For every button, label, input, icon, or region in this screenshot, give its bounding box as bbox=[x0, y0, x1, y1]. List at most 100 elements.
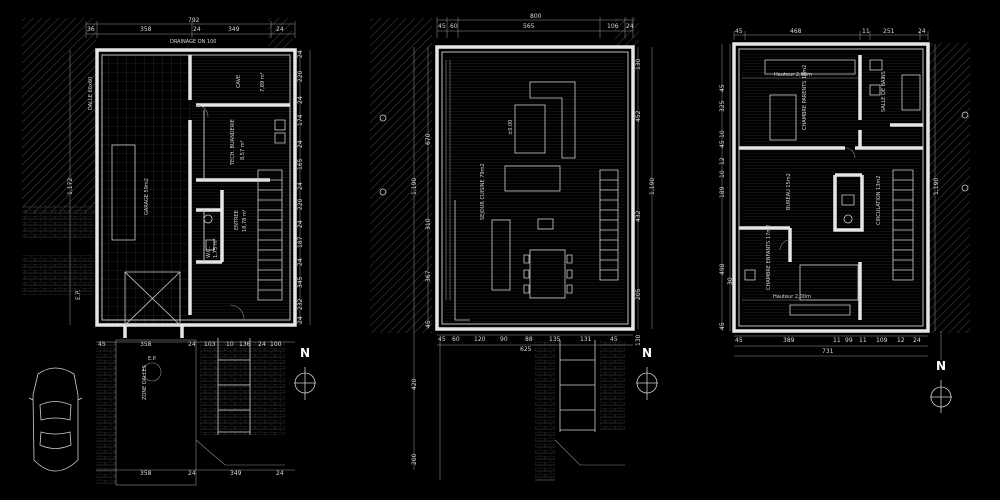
first-dim-right-0: 130 bbox=[635, 58, 642, 70]
ground-floor-labels: 792 36 358 24 349 24 DRAINAGE DN 100 24 … bbox=[67, 17, 304, 477]
attic-door-swing bbox=[779, 147, 856, 251]
ground-bottom-dim-lines bbox=[96, 341, 295, 471]
attic-dim-left-6: 189 bbox=[719, 186, 726, 198]
ground-dim-bottom-3: 103 bbox=[204, 341, 216, 348]
attic-staircase bbox=[892, 169, 914, 281]
ground-dim-bottom-1: 358 bbox=[140, 341, 152, 348]
ground-dim-bottom-0: 45 bbox=[98, 341, 106, 348]
first-dim-right-1: 452 bbox=[635, 110, 642, 122]
first-dim-right-5: 130 bbox=[635, 334, 642, 346]
ground-dim-right-9: 187 bbox=[297, 236, 304, 248]
attic-dim-top-0: 45 bbox=[735, 28, 743, 35]
first-dim-right-2: 1,190 bbox=[649, 178, 656, 195]
first-table-low bbox=[514, 104, 546, 154]
attic-dim-top-3: 251 bbox=[883, 28, 895, 35]
first-bottom-dim-lines bbox=[437, 334, 633, 346]
site-hatch-right bbox=[268, 18, 292, 48]
attic-bottom-dim-lines bbox=[734, 335, 928, 357]
attic-height-note-1: Hauteur 2,00m bbox=[774, 72, 812, 78]
attic-dim-left-3: 45 bbox=[719, 140, 726, 148]
first-left-dim-lines bbox=[413, 47, 429, 470]
first-dim-left-3: 367 bbox=[425, 270, 432, 282]
first-floor-outer-wall bbox=[435, 45, 635, 331]
first-dim-bottom-1: 60 bbox=[452, 336, 460, 343]
garage-ramp bbox=[124, 271, 181, 326]
room-sejour-label: SEJOUR CUISINE 79m2 bbox=[480, 163, 486, 220]
north-arrow: N bbox=[294, 346, 316, 400]
ground-dim-top-1: 36 bbox=[87, 26, 95, 33]
ground-dim-bottom-5: 136 bbox=[239, 341, 251, 348]
ground-dim-top-5: 24 bbox=[276, 26, 284, 33]
attic-dim-top-1: 468 bbox=[790, 28, 802, 35]
car-outline bbox=[28, 367, 83, 472]
first-dim-top-5: 24 bbox=[626, 23, 634, 30]
attic-dim-left-0: 325 bbox=[719, 100, 726, 112]
attic-dim-bottom-total: 731 bbox=[822, 348, 834, 355]
ground-annotation-dalle: DALLE 60x60 bbox=[88, 77, 94, 110]
garage-floor-grid bbox=[100, 55, 190, 325]
entrance-path-edge bbox=[195, 439, 285, 466]
first-level-marker-left bbox=[379, 114, 387, 122]
attic-north-label: N bbox=[936, 359, 946, 373]
attic-outer-wall bbox=[732, 42, 930, 333]
ground-annotation-ep: E.P. bbox=[148, 356, 157, 362]
room-entree-area: 18,78 m² bbox=[242, 209, 248, 232]
room-entree-label: ENTREE bbox=[234, 210, 240, 230]
room-cave-label: CAVE bbox=[236, 75, 242, 88]
attic-top-dim-lines bbox=[733, 31, 929, 40]
ground-dim-right-8: 24 bbox=[297, 220, 304, 228]
first-dim-top-1: 45 bbox=[438, 23, 446, 30]
ground-dim-bottom-4: 10 bbox=[226, 341, 234, 348]
wc-fixtures bbox=[203, 214, 215, 251]
first-dim-top-2: 60 bbox=[450, 23, 458, 30]
first-north-cross bbox=[636, 367, 658, 400]
attic-bathtub bbox=[901, 74, 921, 111]
attic-wc bbox=[841, 194, 855, 224]
ground-dim-outer-2: 24 bbox=[188, 470, 196, 477]
ground-dim-right-5: 165 bbox=[297, 158, 304, 170]
room-cave-area: 7,89 m² bbox=[260, 72, 266, 92]
walkway-brick bbox=[200, 340, 285, 435]
first-top-dim-lines bbox=[436, 17, 634, 38]
ground-dim-outer-3: 349 bbox=[230, 470, 242, 477]
first-dim-bottom-4: 88 bbox=[525, 336, 533, 343]
ground-floor-inner-wall bbox=[101, 54, 291, 321]
attic-dim-bottom-5: 109 bbox=[876, 337, 888, 344]
ground-floor-partitions bbox=[188, 55, 290, 315]
room-children-label: CHAMBRE ENFANTS 17m2 bbox=[766, 225, 772, 290]
first-terrace-brick-left bbox=[535, 340, 555, 480]
first-right-dim-lines bbox=[637, 47, 653, 329]
first-dim-total: 800 bbox=[530, 13, 542, 20]
ground-dim-outer-1: 358 bbox=[140, 470, 152, 477]
room-wc-label: W.C. bbox=[206, 247, 212, 258]
door-swing-1 bbox=[195, 104, 209, 118]
attic-dim-bottom-3: 99 bbox=[845, 337, 853, 344]
attic-dim-left-9: 45 bbox=[719, 322, 726, 330]
attic-inner-wall bbox=[738, 48, 924, 327]
ground-dim-right-13: 24 bbox=[297, 316, 304, 324]
first-terrace-brick-right bbox=[600, 340, 625, 430]
first-terrace-edge bbox=[439, 340, 625, 481]
first-dim-left-5: 420 bbox=[411, 378, 418, 390]
ground-dim-right-10: 24 bbox=[297, 258, 304, 266]
first-level-annotation: ±0.00 bbox=[508, 120, 514, 135]
attic-partitions bbox=[739, 55, 923, 320]
first-level-marker-left-2 bbox=[379, 188, 387, 196]
ground-annotation-zone: ZONE DALLES bbox=[142, 365, 148, 400]
first-floor-labels: 800 45 60 565 106 24 130 452 1,190 432 2… bbox=[411, 13, 656, 465]
attic-dim-left-8: 30 bbox=[727, 277, 734, 285]
first-dim-left-6: 200 bbox=[411, 453, 418, 465]
attic-dim-left-2: 10 bbox=[719, 130, 726, 138]
first-kitchen-island bbox=[491, 219, 511, 291]
room-bureau-label: BUREAU 15m2 bbox=[786, 173, 792, 210]
room-bath-label: SALLE DE BAINS bbox=[881, 71, 887, 112]
attic-dim-bottom-7: 24 bbox=[913, 337, 921, 344]
attic-dim-left-4: 12 bbox=[719, 157, 726, 165]
ground-dim-left-1: 1,172 bbox=[67, 178, 74, 195]
first-sofa bbox=[529, 81, 576, 159]
first-dim-top-4: 106 bbox=[607, 23, 619, 30]
ground-dim-right-11: 345 bbox=[297, 276, 304, 288]
first-dining-table bbox=[529, 249, 566, 299]
room-garage-label: GARAGE 59m2 bbox=[144, 178, 150, 215]
ground-dim-right-0: 24 bbox=[297, 50, 304, 58]
